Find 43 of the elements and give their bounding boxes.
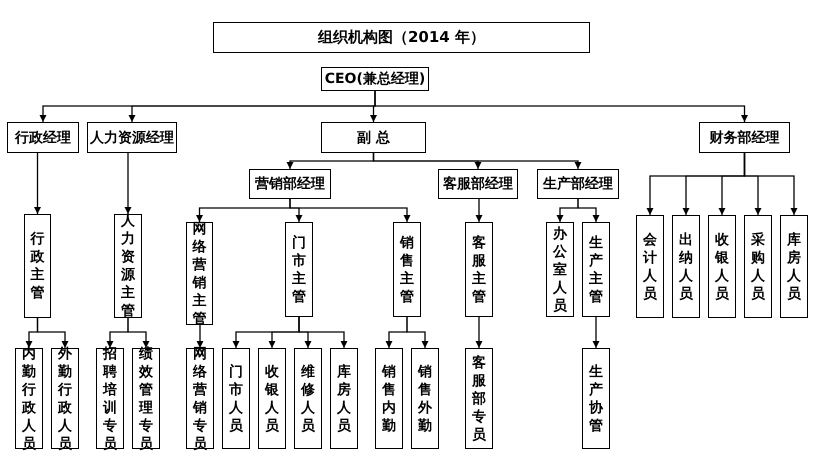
position-box: 门市人员 [222,348,250,449]
position-box: 客服部经理 [438,169,518,199]
arrow [372,153,582,169]
position-box: 生产主管 [582,222,610,317]
arrow [476,317,482,348]
position-box: 销售主管 [393,222,421,317]
arrow [406,317,428,348]
position-box: 副 总 [321,122,426,153]
arrow [289,199,410,222]
position-box: 生产部经理 [537,169,619,199]
position-box: 收银人员 [258,348,286,449]
position-box: 客服部专员 [465,348,493,449]
arrow [476,199,482,222]
position-box: 营销部经理 [249,169,331,199]
arrow [196,325,204,348]
position-box: 行政经理 [7,122,79,153]
arrow [374,91,748,122]
position-box: 出纳人员 [672,215,700,318]
position-box: 库房人员 [330,348,358,449]
position-box: 销售内勤 [375,348,403,449]
position-box: 人力资源经理 [87,122,177,153]
arrow [744,153,798,215]
position-box: 会计人员 [636,215,664,318]
arrow [127,318,150,348]
position-box: 销售外勤 [411,348,439,449]
arrow [124,153,132,214]
arrow [34,153,41,214]
position-box: 库房人员 [780,215,808,318]
position-box: 行政主管 [24,214,51,318]
arrow [36,318,68,348]
position-box: 财务部经理 [699,122,790,153]
position-box: 收银人员 [708,215,736,318]
position-box: 门市主管 [285,222,313,317]
arrow [577,199,600,222]
position-box: 维修人员 [294,348,322,449]
title-box: 组织机构图（2014 年） [213,22,590,53]
arrow [592,317,600,348]
position-box: 办公室人员 [546,222,574,317]
position-box: 生产协管 [582,348,610,449]
position-box: CEO(兼总经理) [321,67,429,91]
position-box: 采购人员 [744,215,772,318]
position-box: 客服主管 [465,222,493,317]
arrow [298,317,348,348]
